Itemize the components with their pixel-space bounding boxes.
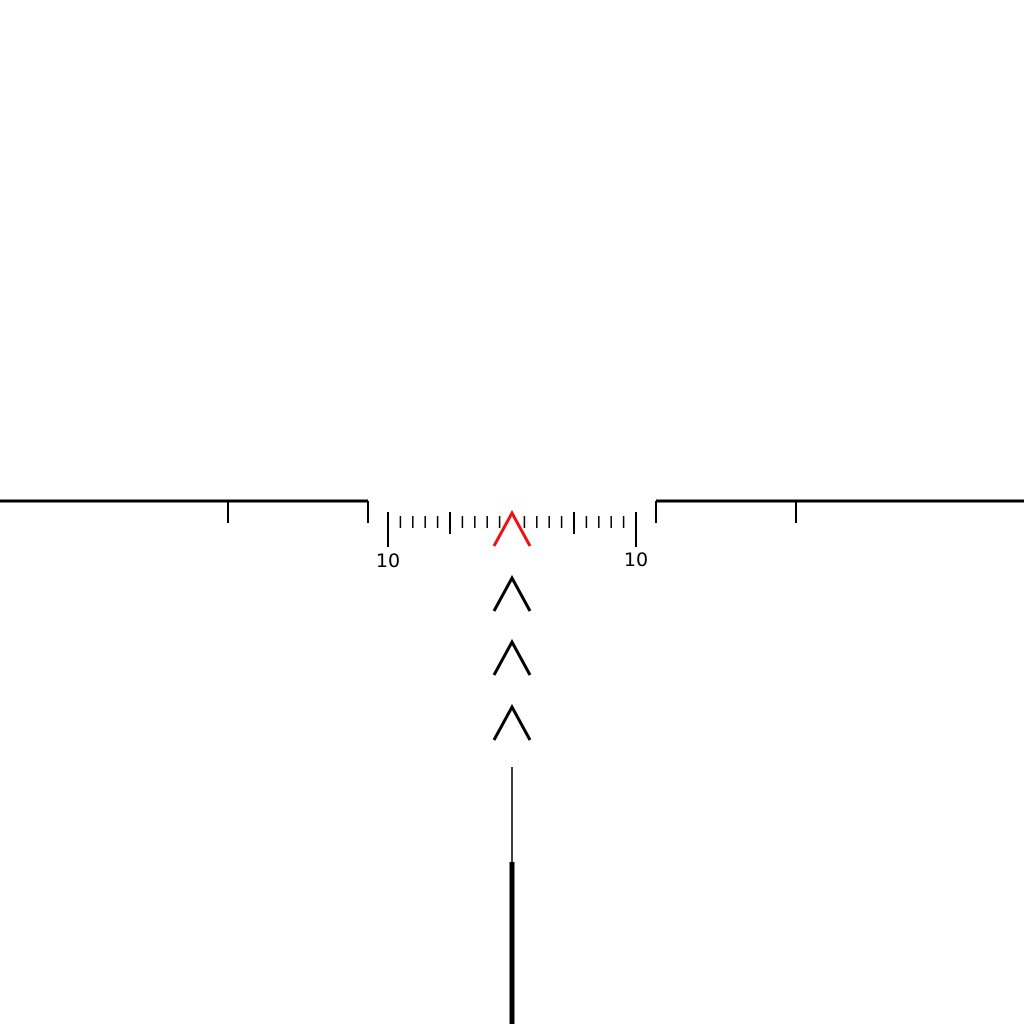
aim-point-chevron [492,509,532,547]
windage-scale [387,512,637,547]
left-horizontal-post [0,499,369,523]
right-horizontal-post [655,499,1024,523]
windage-label-right: 10 [624,549,648,571]
holdover-chevron-3 [492,703,532,741]
windage-label-left: 10 [376,550,400,572]
holdover-chevron-1 [492,574,532,612]
holdover-chevron-2 [492,638,532,676]
